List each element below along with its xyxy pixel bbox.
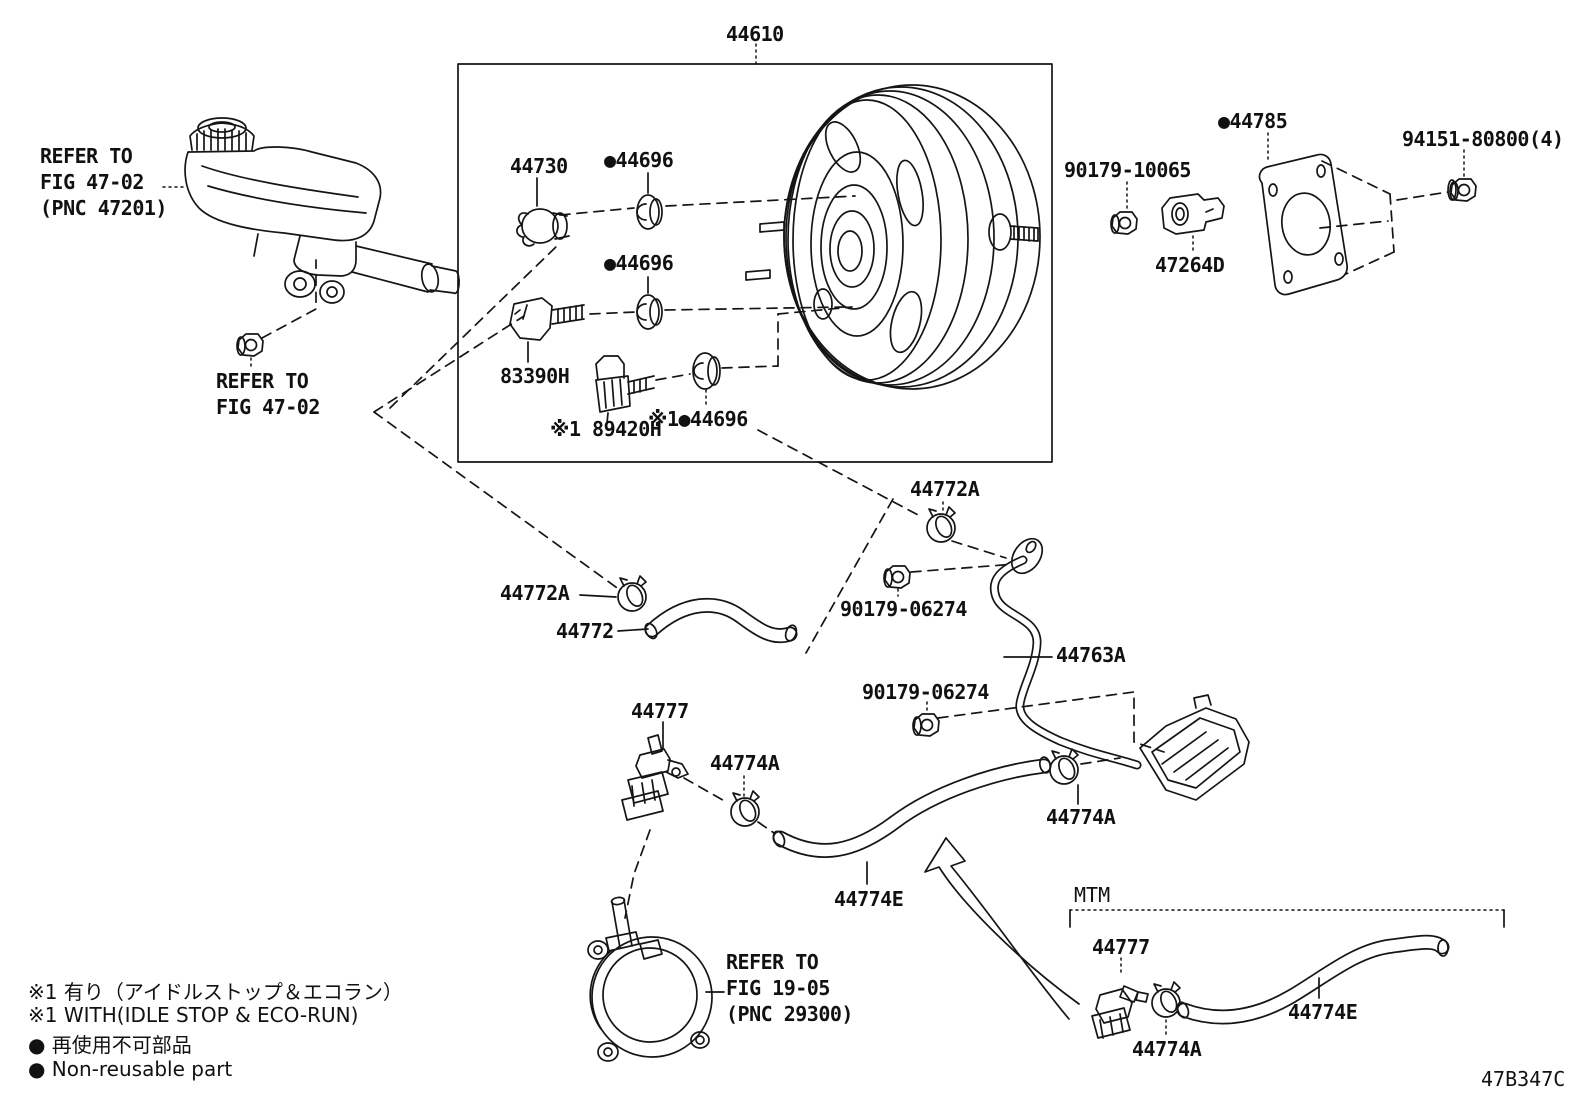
hose-44772-illustration — [580, 595, 798, 642]
master-cylinder-nut — [163, 187, 316, 369]
part-label-44774e-1: 44774E — [834, 887, 904, 911]
direction-arrow — [925, 838, 1079, 1019]
part-label-44774a-3: 44774A — [1132, 1037, 1202, 1061]
part-label-90179-10065: 90179-10065 — [1064, 158, 1191, 182]
fitting-89420h-illustration — [596, 356, 654, 423]
leader-fan — [374, 243, 620, 590]
bracket-illustration — [1140, 695, 1249, 800]
grommet-44696-3 — [656, 307, 852, 404]
refer-note-fig19-05: REFER TO FIG 19-05 (PNC 29300) — [726, 950, 853, 1026]
part-label-94151-80800: 94151-80800(4) — [1402, 127, 1564, 151]
gasket-44785-illustration — [1260, 133, 1448, 295]
part-label-44777-2: 44777 — [1092, 935, 1150, 959]
part-label-44774e-2: 44774E — [1288, 1000, 1358, 1024]
footnote-ja-idle-stop: ※1 有り（アイドルストップ＆エコラン） — [28, 980, 403, 1004]
part-label-90179-06274-2: 90179-06274 — [862, 680, 989, 704]
pipe-44763a-illustration — [994, 533, 1137, 765]
part-label-44772: 44772 — [556, 619, 614, 643]
clamp-44772a-top — [758, 430, 1006, 653]
part-label-44772a-2: 44772A — [500, 581, 570, 605]
part-label-44730: 44730 — [510, 154, 568, 178]
footnote-en-non-reusable: ● Non-reusable part — [28, 1057, 233, 1081]
sensor-83390h-illustration — [510, 298, 584, 362]
clamp-44774a-right — [1049, 748, 1120, 804]
refer-note-fig47-02-pnc: REFER TO FIG 47-02 (PNC 47201) — [40, 144, 167, 220]
vacuum-pump-illustration — [588, 897, 724, 1061]
part-label-44763a: 44763A — [1056, 643, 1126, 667]
grommet-44696-1 — [560, 173, 855, 230]
part-label-44777-1: 44777 — [631, 699, 689, 723]
nut-90179-10065 — [1110, 182, 1138, 235]
nut-90179-06274-2 — [912, 692, 1164, 752]
valve-44777-illustration — [622, 722, 774, 918]
part-label-89420h: ※1 89420H — [550, 417, 662, 441]
part-label-44774a-2: 44774A — [1046, 805, 1116, 829]
hose-44774e-center — [771, 756, 1051, 884]
part-label-44785: ●44785 — [1218, 109, 1288, 133]
footnote-en-idle-stop: ※1 WITH(IDLE STOP & ECO-RUN) — [28, 1003, 359, 1027]
valve-44730-illustration — [517, 178, 569, 246]
drawing-code: 47B347C — [1481, 1067, 1566, 1091]
clamp-44774a-mtm — [1151, 981, 1181, 1034]
mtm-label: MTM — [1074, 883, 1111, 907]
part-label-44610: 44610 — [726, 22, 784, 46]
grommet-44696-2 — [590, 277, 845, 330]
master-cylinder-illustration — [185, 118, 459, 303]
assembly-box-44610 — [458, 44, 1052, 462]
part-label-47264d: 47264D — [1155, 253, 1225, 277]
part-label-44772a-1: 44772A — [910, 477, 980, 501]
refer-note-fig47-02: REFER TO FIG 47-02 — [216, 369, 320, 419]
brake-booster-illustration — [746, 85, 1040, 389]
part-label-44696-1: ●44696 — [604, 148, 674, 172]
nut-94151-80800 — [1448, 150, 1477, 202]
hose-44774e-mtm — [1176, 940, 1448, 1019]
part-label-90179-06274-1: 90179-06274 — [840, 597, 967, 621]
clamp-44774a-center — [730, 776, 760, 827]
clamp-47264d-illustration — [1162, 194, 1224, 250]
mtm-bracket-line — [1070, 910, 1504, 927]
clamp-44772a-left — [617, 575, 647, 612]
part-label-44696-3: ※1●44696 — [648, 407, 748, 431]
part-label-83390h: 83390H — [500, 364, 570, 388]
footnote-ja-non-reusable: ● 再使用不可部品 — [28, 1033, 192, 1057]
nut-90179-06274-1 — [883, 564, 1016, 596]
valve-44777-mtm-illustration — [1092, 958, 1148, 1038]
part-label-44696-2: ●44696 — [604, 251, 674, 275]
part-label-44774a-1: 44774A — [710, 751, 780, 775]
